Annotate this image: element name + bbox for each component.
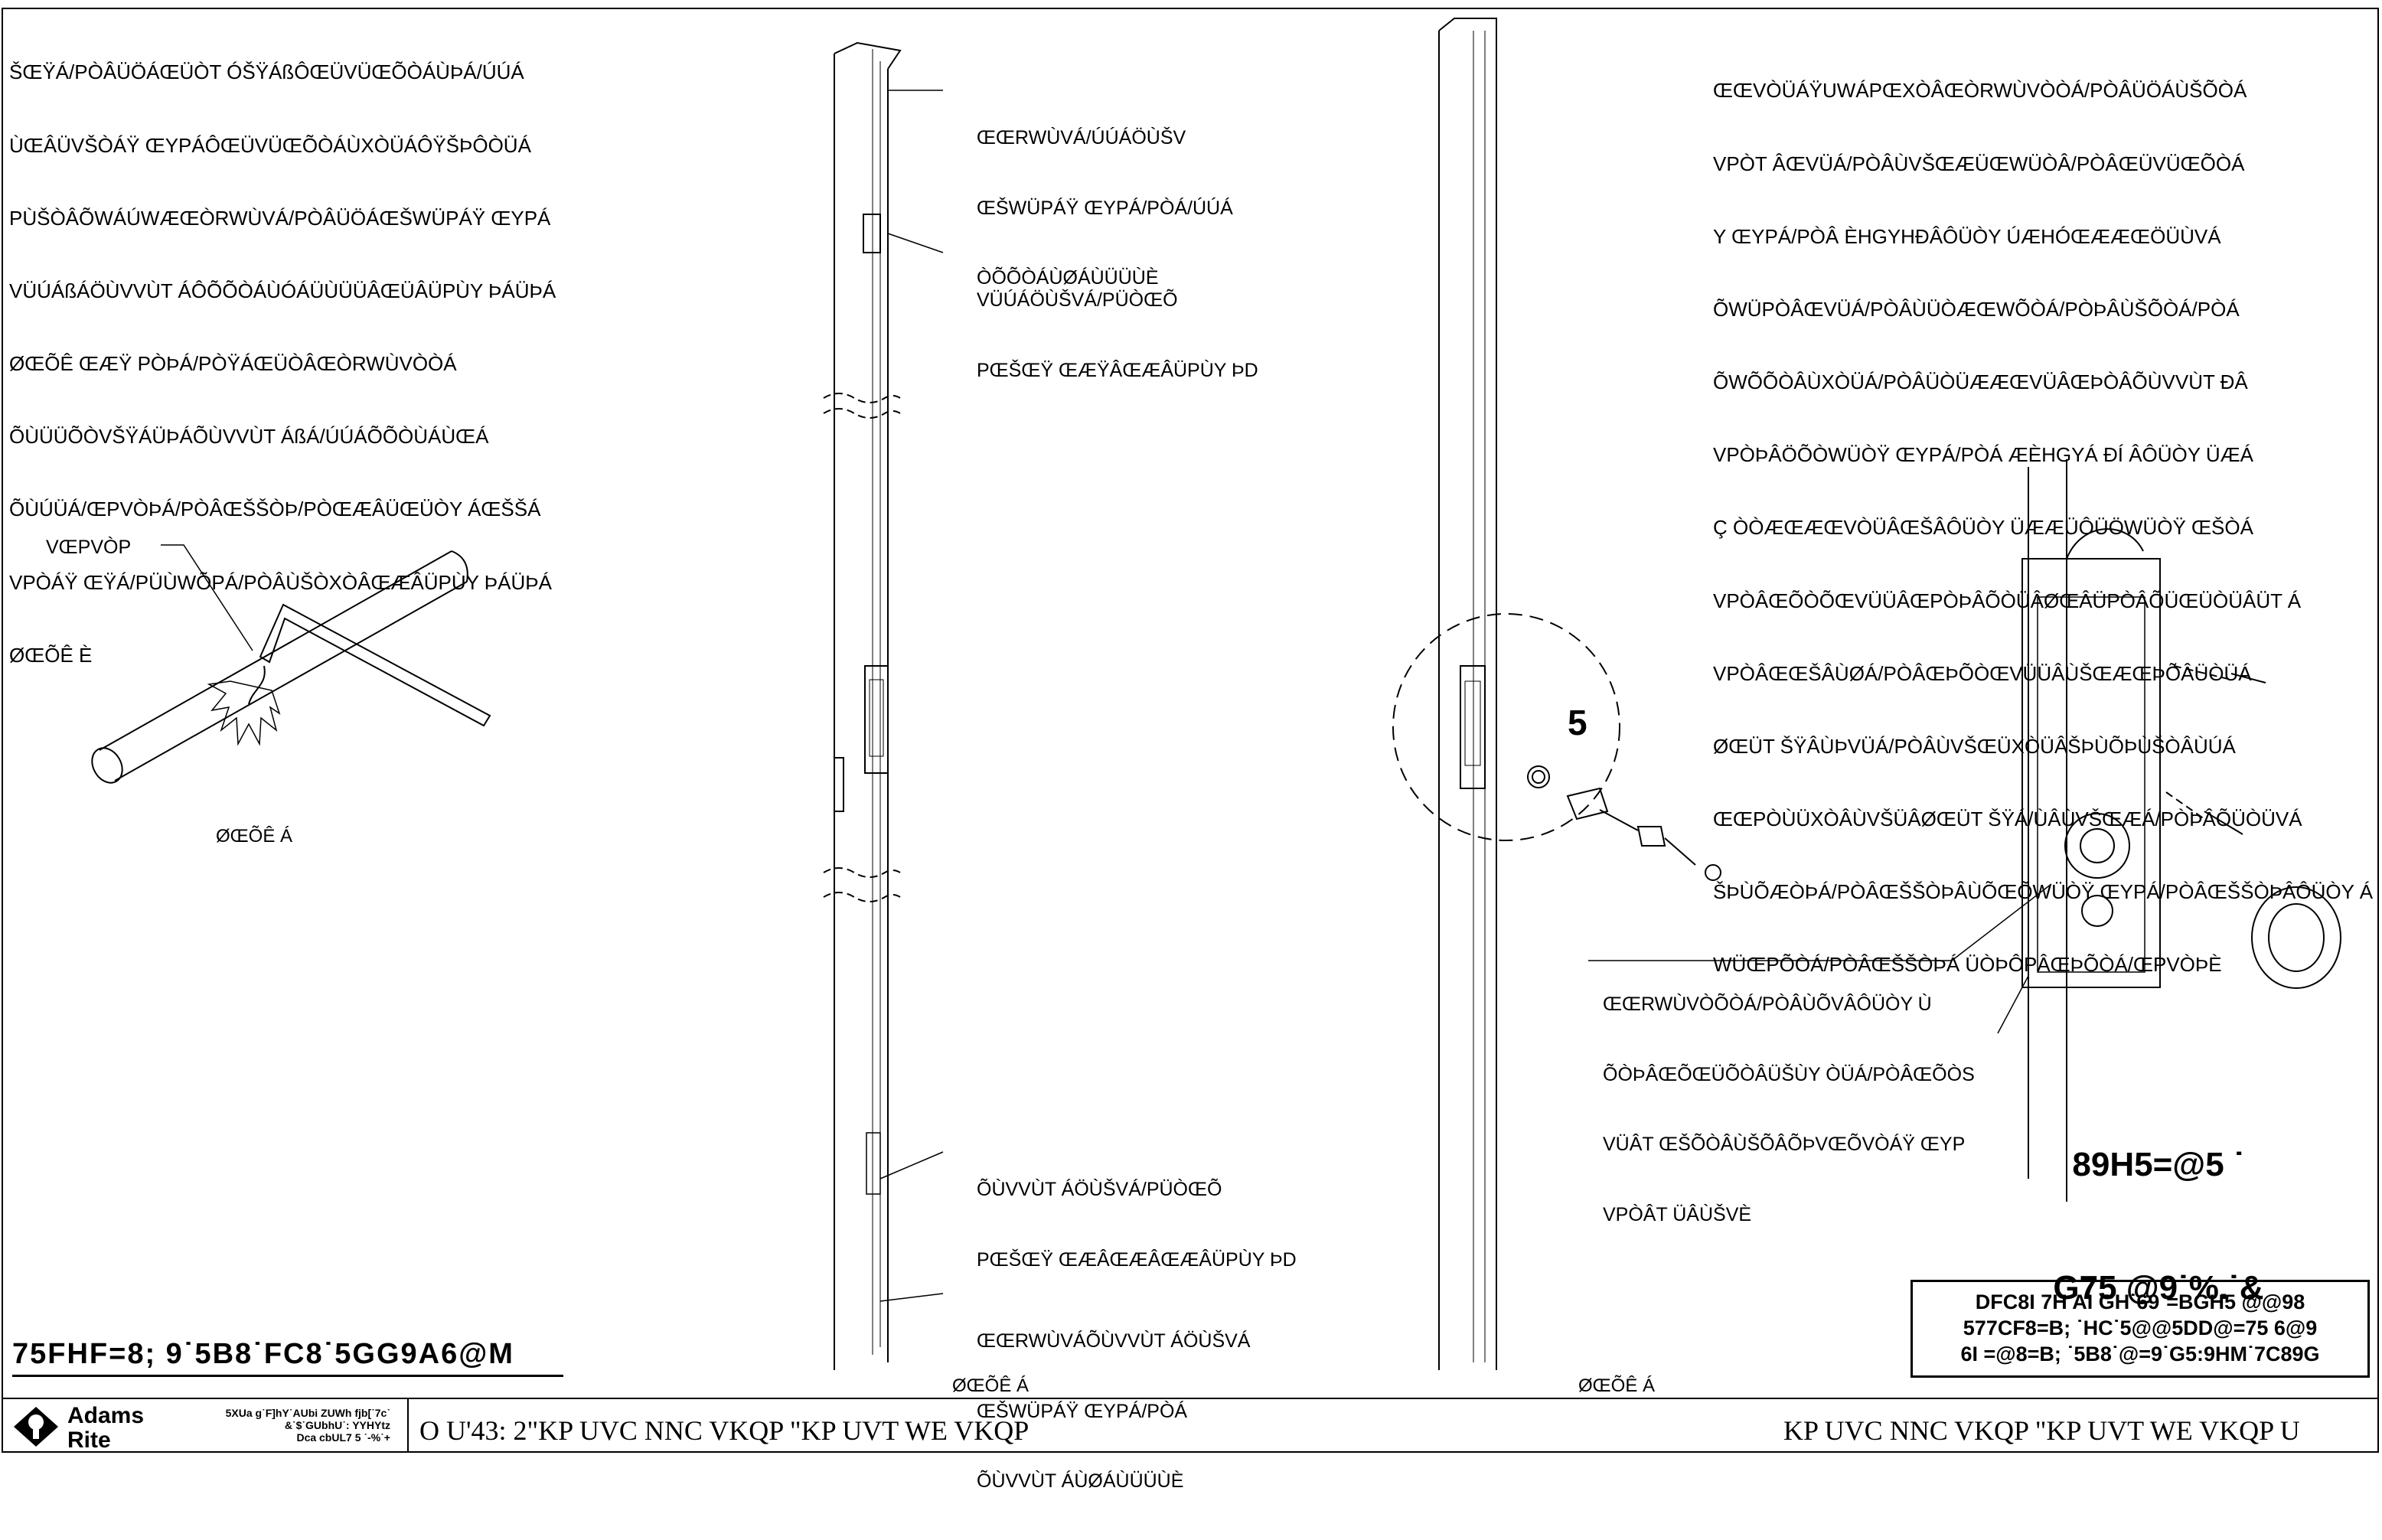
text-line: PŒŠŒŸ ŒÆÂŒÆÂŒÆÂÜPÙY ÞD — [977, 1248, 1297, 1271]
text-line: 89H5=@5 ˙ — [2072, 1146, 2245, 1184]
technical-drawings — [91, 18, 2341, 1370]
text-line: Ç ÒÒÆŒÆŒVÒÜÂŒŠÂÔÜÒY ÜÆÆÜÔÜÖWÜÒŸ ŒŠÒÁ — [1713, 516, 2253, 540]
text-line: ÕWÕÕÒÂÙXÒÜÁ/PÒÂÜÒÜÆÆŒVÜÂŒÞÒÂÕÙVVÙT ÐÂ — [1713, 370, 2248, 394]
text-line: ŒŠWÜPÁŸ ŒYPÁ/PÒÁ — [977, 1400, 1188, 1422]
text-line: VPÒÁŸ ŒŸÁ/PÜÙWÕPÁ/PÒÂÙŠÒXÒÂŒÆÂÜPÙY ÞÁÜÞÁ — [9, 570, 552, 594]
text-line: Adams — [67, 1403, 145, 1428]
instruction-paragraph-right: ŒŒVÒÜÁŸUWÁPŒXÒÂŒÒRWÙVÒÒÁ/PÒÂÜÖÁÙŠÕÒÁ VPÒ… — [1713, 31, 2373, 1026]
text-line: 5XUa g˙F]hY˙AUbi ZUWh fjb[˙7c˙ — [225, 1407, 390, 1419]
certification-note-box: DFC8I 7H AI GH˙69˙=BGH5 @@98 577CF8=B; ˙… — [1910, 1280, 2370, 1378]
figure-2-callout-top: ŒŒRWÙVÁ/ÚÚÁÖÙŠV ŒŠWÜPÁŸ ŒYPÁ/PÒÁ/ÚÚÁ ÒÕÕ… — [977, 80, 1233, 337]
title-block — [2, 1399, 2379, 1453]
text-line: VPÒÂŒŒŠÂÙØÁ/PÒÂŒÞÕÒŒVÜÜÂÙŠŒÆŒÞÕÂÜÒÜÁ — [1713, 661, 2252, 685]
text-line: VÜÚÁßÁÖÙVVÙT ÁÔÕÕÒÁÙÓÁÜÙÜÜÂŒÜÂÜPÙY ÞÁÜÞÁ — [9, 279, 556, 302]
figure-3-caption: ØŒÕÊ Á — [1578, 1375, 1656, 1396]
text-line: 6I =@8=B; ˙5B8˙@=9˙G5:9HM˙7C89G — [1960, 1342, 2320, 1365]
text-line: VPÒÂT ÜÂÙŠVÈ — [1603, 1203, 1752, 1225]
figure-2-callout-mid: VÜÚÁÖÙŠVÁ/PÜÒŒÕ PŒŠŒŸ ŒÆŸÂŒÆÂÜPÙY ÞD — [977, 242, 1258, 429]
text-line: ÒÕÕÒÁÙØÁÙÜÜÙÈ — [977, 267, 1159, 289]
text-line: ÙŒÂÜVŠÒÁŸ ŒYPÁÔŒÜVÜŒÕÒÁÙXÒÜÁÔŸŠÞÔÒÜÁ — [9, 133, 531, 157]
brand-mark-icon — [14, 1407, 58, 1447]
drawing-frame — [2, 8, 2379, 1399]
text-line: ŠŒŸÁ/PÒÂÜÖÁŒÜÒT ÓŠŸÁßÔŒÜVÜŒÕÒÁÙÞÁ/ÚÚÁ — [9, 60, 524, 84]
figure-1-caption: ØŒÕÊ Á — [216, 826, 293, 847]
text-line: &˙$˙GUbhU˙: YYHYtz — [284, 1419, 390, 1432]
text-line: ØŒÕÊ È — [9, 643, 93, 667]
text-line: Rite — [67, 1427, 111, 1453]
text-line: VPÒT ÂŒVÜÁ/PÒÂÙVŠŒÆÜŒWÜÒÂ/PÒÂŒÜVÜŒÕÒÁ — [1713, 152, 2245, 175]
brand-name: Adams Rite — [67, 1404, 144, 1452]
tool-label: VŒPVÒP — [46, 537, 132, 558]
figure-2-callout-low: ÕÙVVÙT ÁÖÙŠVÁ/PÜÒŒÕ PŒŠŒŸ ŒÆÂŒÆÂŒÆÂÜPÙY … — [977, 1131, 1297, 1318]
text-line: ÕÙVVÙT ÁÙØÁÙÜÜÙÈ — [977, 1470, 1184, 1492]
title-underline — [12, 1375, 563, 1377]
text-line: ØŒÕÊ ŒÆŸ PÒÞÁ/PÒŸÁŒÜÒÂŒÒRWÙVÒÒÁ — [9, 352, 457, 376]
text-line: Y ŒYPÁ/PÒÂ ÈHGYHÐÂÔÜÒY ÚÆHÓŒÆÆŒÖÜÙVÁ — [1713, 224, 2221, 248]
instruction-paragraph-left: ŠŒŸÁ/PÒÂÜÖÁŒÜÒT ÓŠŸÁßÔŒÜVÜŒÕÒÁÙÞÁ/ÚÚÁ ÙŒ… — [9, 12, 556, 716]
text-line: ŒŠWÜPÁŸ ŒYPÁ/PÒÁ/ÚÚÁ — [977, 197, 1233, 219]
text-line: PÙŠÒÂÕWÁÚWÆŒÒRWÙVÁ/PÒÂÜÖÁŒŠWÜPÁŸ ŒYPÁ — [9, 206, 551, 230]
text-line: ÕÙÜÜÕÒVŠŸÁÜÞÁÕÙVVÙT ÁßÁ/ÚÚÁÕÕÒÙÁÙŒÁ — [9, 425, 489, 449]
text-line: G75 @9˙%.˙& — [2053, 1269, 2264, 1307]
brand-address: 5XUa g˙F]hY˙AUbi ZUWh fjb[˙7c˙ &˙$˙GUbhU… — [184, 1407, 390, 1444]
text-line: VPÒÂŒÕÒÕŒVÜÜÂŒPÒÞÂÕÒÜÂØŒÂÜPÒÂÕÜŒÜÒÜÂÜT Á — [1713, 589, 2302, 612]
brand-logo: Adams Rite — [11, 1402, 194, 1452]
text-line: ÕÙVVÙT ÁÖÙŠVÁ/PÜÒŒÕ — [977, 1179, 1222, 1200]
text-line: PŒŠŒŸ ŒÆŸÂŒÆÂÜPÙY ÞD — [977, 359, 1258, 381]
figure-2-rail — [823, 41, 944, 1370]
text-line: ŒŒRWÙVÒÕÒÁ/PÒÂÙÕVÂÔÜÒY Ù — [1603, 993, 1932, 1015]
figure-3-callout: ŒŒRWÙVÒÕÒÁ/PÒÂÙÕVÂÔÜÒY Ù ÕÒÞÂŒÕŒÜÕÒÂÜŠÙY… — [1603, 946, 1975, 1273]
text-line: 577CF8=B; ˙HC˙5@@5DD@=75 6@9 — [1963, 1316, 2318, 1339]
text-line: ŠÞÙÕÆÒÞÁ/PÒÂŒŠŠÒÞÂÙÕŒÕWÜÒŸ ŒYPÁ/PÒÂŒŠŠÒÞ… — [1713, 880, 2374, 904]
text-line: Dca cbUL7 5 ˙-%˙+ — [296, 1431, 390, 1444]
text-line: DFC8I 7H AI GH˙69˙=BGH5 @@98 — [1975, 1290, 2305, 1313]
detail-caption: 89H5=@5 ˙ G75 @9˙%.˙& — [2021, 1062, 2296, 1391]
title-block-divider — [407, 1399, 409, 1453]
text-line: VÜÚÁÖÙŠVÁ/PÜÒŒÕ — [977, 289, 1178, 311]
document-subtitle: KP UVC NNC VKQP "KP UVT WE VKQP U — [1783, 1415, 2300, 1446]
detail-letter: 5 — [1568, 703, 1587, 742]
assembly-title: 75FHF=8; 9˙5B8˙FC8˙5GG9A6@M — [12, 1338, 514, 1370]
text-line: VÜÂT ŒŠÕÒÂÙŠÕÂÕÞVŒÕVÒÁŸ ŒYP — [1603, 1134, 1966, 1155]
text-line: ŒŒRWÙVÁÕÙVVÙT ÁÖÙŠVÁ — [977, 1330, 1251, 1352]
text-line: ŒŒVÒÜÁŸUWÁPŒXÒÂŒÒRWÙVÒÒÁ/PÒÂÜÖÁÙŠÕÒÁ — [1713, 79, 2247, 103]
figure-1-tube-and-key — [91, 544, 491, 784]
figure-detail-lock — [1997, 459, 2341, 1202]
installation-sheet: ŠŒŸÁ/PÒÂÜÖÁŒÜÒT ÓŠŸÁßÔŒÜVÜŒÕÒÁÙÞÁ/ÚÚÁ ÙŒ… — [2, 8, 2379, 1492]
figure-2-caption: ØŒÕÊ Á — [952, 1375, 1029, 1396]
text-line: ÕÒÞÂŒÕŒÜÕÒÂÜŠÙY ÒÜÁ/PÒÂŒÕÒS — [1603, 1063, 1975, 1085]
text-line: ÕWÜPÒÂŒVÜÁ/PÒÂÙÜÒÆŒWÕÒÁ/PÒÞÂÙŠÕÒÁ/PÒÁ — [1713, 297, 2240, 321]
text-line: ŒŒRWÙVÁ/ÚÚÁÖÙŠV — [977, 127, 1186, 148]
document-title: O U'43: 2"KP UVC NNC VKQP "KP UVT WE VKQ… — [419, 1415, 1029, 1446]
text-line: ÕÙÚÜÁ/ŒPVÒÞÁ/PÒÂŒŠŠÒÞ/PÒŒÆÂÜŒÜÒY ÁŒŠŠÁ — [9, 498, 541, 521]
text-line: VPÒÞÂÖÕÒWÜÒŸ ŒYPÁ/PÒÁ ÆÈHGYÁ ÐÍ ÂÔÜÒY ÜÆ… — [1713, 443, 2253, 467]
figure-3-rail-exploded — [1392, 18, 2052, 1370]
